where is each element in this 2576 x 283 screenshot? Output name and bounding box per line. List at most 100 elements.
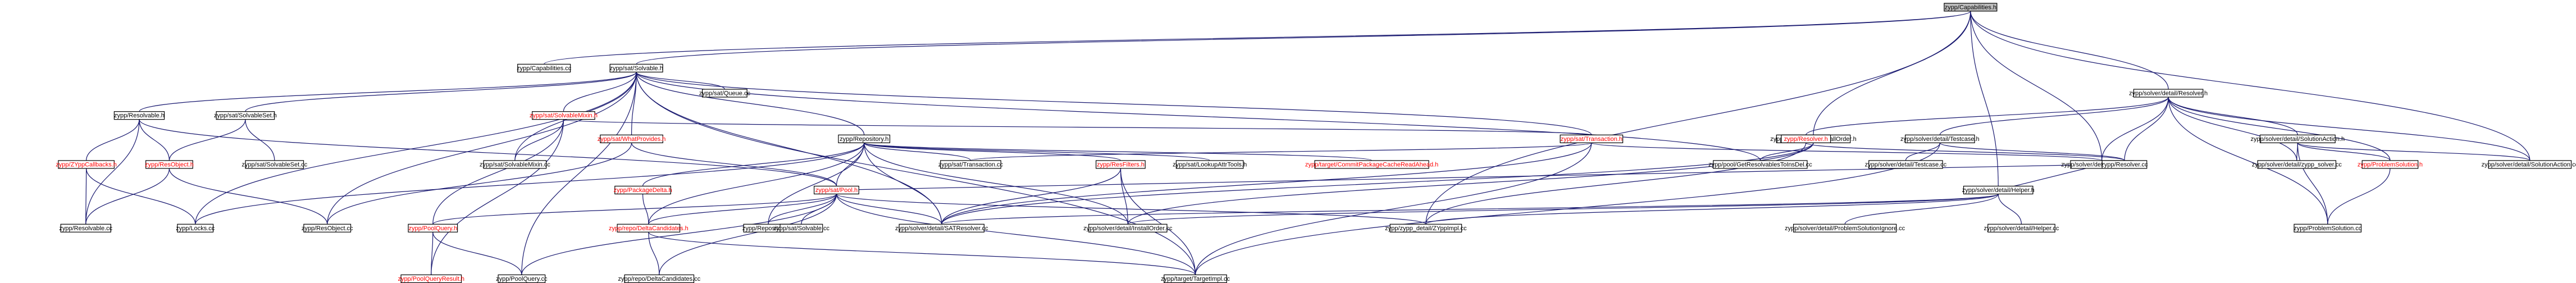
file-node[interactable]: zypp/solver/detail/Resolver.h xyxy=(2129,89,2208,98)
node-label: zypp/sat/SolvableMixin.cc xyxy=(480,161,550,168)
node-label: zypp/PoolQuery.h xyxy=(408,225,457,232)
node-box xyxy=(1560,134,1624,143)
node-label: zypp/target/TargetImpl.cc xyxy=(1161,276,1230,282)
dependency-edge xyxy=(1127,138,1816,225)
node-box xyxy=(1905,134,1975,143)
file-node[interactable]: zypp/target/TargetImpl.cc xyxy=(1161,274,1230,283)
file-node[interactable]: zypp/solver/detail/Helper.h xyxy=(1962,185,2035,195)
file-node[interactable]: zypp/sat/SolvableSet.h xyxy=(214,111,277,120)
node-box xyxy=(624,274,695,283)
file-node[interactable]: zypp/sat/Transaction.h xyxy=(1560,134,1624,143)
file-node[interactable]: zypp/ResFilters.h xyxy=(1096,160,1146,169)
file-node[interactable]: zypp/solver/detail/ProblemSolutionIgnore… xyxy=(1785,223,1905,232)
file-nodes: zypp/Capabilities.h zypp/Capabilities.cc z… xyxy=(56,3,2576,283)
file-node[interactable]: zypp/ResObject.cc xyxy=(302,223,353,232)
file-node[interactable]: zypp/Locks.cc xyxy=(176,223,215,232)
file-node[interactable]: zypp/solver/detail/SolutionAction.h xyxy=(2251,134,2345,143)
node-label: zypp/zypp_detail/ZYppImpl.cc xyxy=(1385,225,1467,232)
dependency-edge xyxy=(1905,138,1943,161)
file-node[interactable]: zypp/Resolvable.h xyxy=(113,111,165,120)
file-node[interactable]: zypp/solver/detail/zypp_solver.cc xyxy=(2252,160,2342,169)
node-box xyxy=(2257,160,2337,169)
node-label: zypp/sat/LookupAttrTools.h xyxy=(1173,161,1247,168)
file-node[interactable]: zypp/sat/SolvableMixin.cc xyxy=(480,160,550,169)
dependency-edge xyxy=(646,227,660,275)
dependency-edge xyxy=(834,189,1196,275)
dependency-edge xyxy=(861,138,972,161)
file-node[interactable]: zypp/target/CommitPackageCacheReadAhead.… xyxy=(1305,160,1438,169)
file-node[interactable]: zypp/solver/detail/Testcase.h xyxy=(1900,134,1980,143)
dependency-edge xyxy=(861,138,1128,225)
node-box xyxy=(245,160,304,169)
node-box xyxy=(177,223,214,232)
file-node[interactable]: zypp/Capabilities.cc xyxy=(517,63,572,72)
node-box xyxy=(400,274,462,283)
file-node[interactable]: zypp/zypp_detail/ZYppImpl.cc xyxy=(1385,223,1467,232)
dependency-edge xyxy=(1803,138,2125,161)
file-node[interactable]: zypp/Resolver.h xyxy=(1781,134,1831,143)
file-node[interactable]: zypp/ProblemSolution.cc xyxy=(2294,223,2362,232)
node-label: zypp/pool/GetResolvablesToInsDel.cc xyxy=(1708,161,1812,168)
dependency-edge xyxy=(563,67,639,112)
file-node[interactable]: zypp/ZYppCallbacks.h xyxy=(56,160,117,169)
dependency-edge xyxy=(1968,6,2103,161)
file-node[interactable]: zypp/sat/Solvable.cc xyxy=(773,223,830,232)
dependency-edge xyxy=(1939,92,2171,135)
file-node[interactable]: zypp/sat/SolvableSet.cc xyxy=(241,160,308,169)
root-file-node[interactable]: zypp/Capabilities.h xyxy=(1944,3,1998,12)
file-node[interactable]: zypp/repo/DeltaCandidates.h xyxy=(609,223,689,232)
node-box xyxy=(145,160,193,169)
node-label: zypp/solver/detail/SolutionAction.h xyxy=(2251,136,2345,143)
file-node[interactable]: zypp/ResObject.h xyxy=(145,160,194,169)
node-box xyxy=(1314,160,1429,169)
node-box xyxy=(1781,134,1831,143)
file-node[interactable]: zypp/sat/LookupAttrTools.h xyxy=(1173,160,1247,169)
node-box xyxy=(899,223,985,232)
node-box xyxy=(1963,185,2034,195)
file-node[interactable]: zypp/solver/detail/Helper.cc xyxy=(1984,223,2059,232)
dependency-edge xyxy=(1589,138,2103,161)
file-node[interactable]: zypp/sat/WhatProvides.h xyxy=(598,134,666,143)
dependency-edge xyxy=(633,67,1761,161)
file-node[interactable]: zypp/solver/detail/InstallOrder.cc xyxy=(1083,223,1173,232)
file-node[interactable]: zypp/repo/DeltaCandidates.cc xyxy=(618,274,701,283)
file-node[interactable]: zypp/sat/Queue.cc xyxy=(699,89,751,98)
file-node[interactable]: zypp/PackageDelta.h xyxy=(614,185,672,195)
dependency-edge xyxy=(2327,163,2392,225)
file-node[interactable]: zypp/Resolver.cc xyxy=(2101,160,2148,169)
file-node[interactable]: zypp/PoolQuery.cc xyxy=(496,274,548,283)
file-node[interactable]: zypp/solver/detail/SolutionAction.cc xyxy=(2482,160,2576,169)
file-node[interactable]: zypp/sat/Transaction.cc xyxy=(938,160,1004,169)
file-node[interactable]: zypp/Resolvable.cc xyxy=(59,223,113,232)
node-label: zypp/ResObject.cc xyxy=(302,225,353,232)
file-node[interactable]: zypp/sat/Solvable.h xyxy=(609,63,663,72)
dependency-edge xyxy=(834,189,1426,225)
dependency-edge xyxy=(85,163,172,225)
file-node[interactable]: zypp/PoolQuery.h xyxy=(408,223,458,232)
node-label: zypp/solver/detail/zypp_solver.cc xyxy=(2252,161,2342,168)
file-node[interactable]: zypp/Repository.h xyxy=(838,134,891,143)
file-node[interactable]: zypp/pool/GetResolvablesToInsDel.cc xyxy=(1708,160,1812,169)
node-box xyxy=(517,63,571,72)
node-box xyxy=(617,223,681,232)
file-node[interactable]: zypp/ProblemSolution.h xyxy=(2358,160,2423,169)
node-label: zypp/sat/Transaction.cc xyxy=(938,161,1004,168)
file-node[interactable]: zypp/PoolQueryResult.h xyxy=(398,274,464,283)
node-label: zypp/sat/Solvable.h xyxy=(609,65,663,72)
file-node[interactable]: zypp/sat/SolvableMixin.h xyxy=(530,111,598,120)
node-box xyxy=(779,223,823,232)
file-node[interactable]: zypp/solver/detail/SATResolver.cc xyxy=(895,223,988,232)
node-label: zypp/Capabilities.h xyxy=(1945,4,1996,11)
file-node[interactable]: zypp/sat/Pool.h xyxy=(814,185,859,195)
node-label: zypp/sat/Queue.cc xyxy=(699,90,751,97)
node-label: zypp/target/CommitPackageCacheReadAhead.… xyxy=(1305,161,1438,168)
node-box xyxy=(2294,223,2362,232)
dependency-edge xyxy=(544,6,1973,65)
dependency-edge xyxy=(642,138,867,186)
file-node[interactable]: zypp/solver/detail/Testcase.cc xyxy=(1865,160,1947,169)
dependency-edge xyxy=(2295,138,2531,161)
dependency-edge xyxy=(327,138,634,225)
dependency-edge xyxy=(1813,6,1973,135)
node-label: zypp/sat/SolvableSet.h xyxy=(214,112,277,119)
